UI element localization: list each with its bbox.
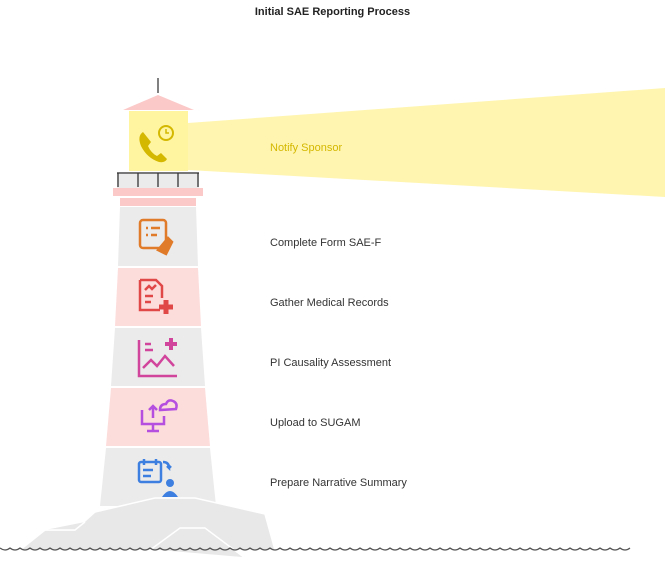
step-label-2: Gather Medical Records [270,297,389,309]
gallery-band [113,188,203,196]
diagram-title: Initial SAE Reporting Process [254,6,411,18]
step-label-5: Prepare Narrative Summary [270,477,407,489]
chart-plus-icon [137,338,177,378]
water-line [0,547,631,551]
tower-section-5 [100,448,216,506]
tower-section-4 [106,388,210,446]
cloud-upload-icon [140,399,178,433]
calendar-person-icon [137,459,178,497]
roof [123,95,194,110]
form-edit-icon [138,218,174,256]
lantern-room [129,111,188,171]
step-label-4: Upload to SUGAM [270,417,361,429]
step-label-notify-sponsor: Notify Sponsor [270,142,343,154]
medical-document-icon [138,278,173,314]
tower-section-3 [111,328,205,386]
phone-clock-icon [139,125,174,163]
gallery-strip [120,198,196,206]
step-label-1: Complete Form SAE-F [270,237,382,249]
railing [117,172,199,187]
light-beam [188,88,665,197]
tower-section-1 [118,207,198,266]
step-label-3: PI Causality Assessment [270,357,392,369]
tower-section-2 [115,268,201,326]
